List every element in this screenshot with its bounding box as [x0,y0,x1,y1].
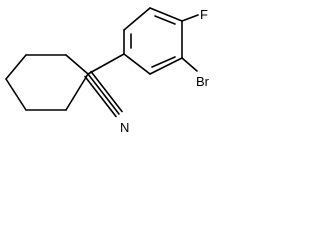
cyclohexane-bond [5,54,27,80]
benzene-bond [149,7,183,22]
nitrile-bond-line [84,75,117,118]
nitrile-triple-bond [84,70,123,118]
cyclohexane-bond [5,78,27,111]
nitrile-bond-line [87,73,120,115]
benzene-double-bond [154,15,176,25]
bromine-bond [181,57,198,72]
benzene-bond [149,57,183,75]
cyclohexane-bond [65,54,89,75]
nitrile-bond-line [90,70,123,113]
bromine-label: Br [196,74,210,89]
ring-to-aryl-bond [87,53,125,75]
fluorine-bond [181,14,199,22]
benzene-ring [123,7,183,75]
fluorine-label: F [200,7,208,22]
nitrogen-label: N [120,120,129,135]
cyclohexane-ring [5,54,89,111]
benzene-double-bond [151,56,176,68]
benzene-bond [123,7,151,31]
cyclohexane-bond [65,73,89,111]
benzene-bond [123,53,151,75]
structure-diagram: F Br N [5,7,210,135]
